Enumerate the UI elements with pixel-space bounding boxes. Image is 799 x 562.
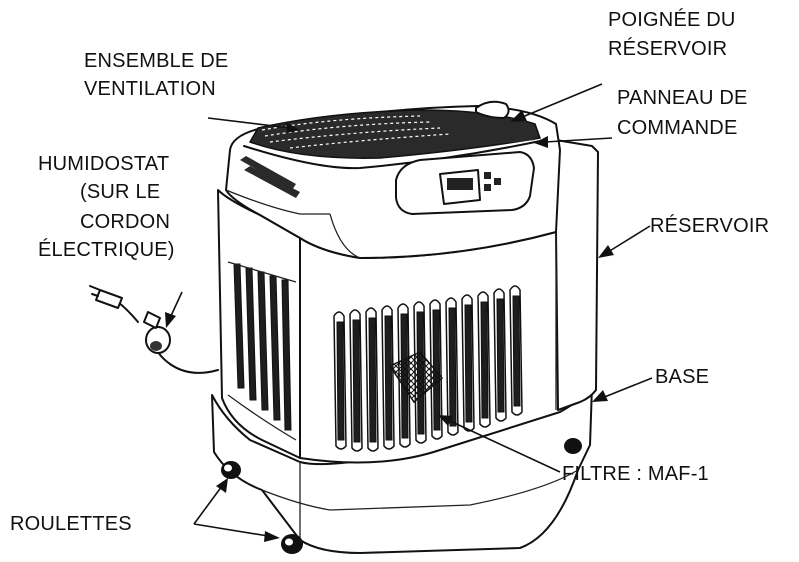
label-ventilation: ENSEMBLE DE VENTILATION — [84, 50, 234, 100]
control-panel — [395, 151, 535, 215]
caster-front-right — [281, 534, 303, 554]
left-side-vents — [227, 261, 297, 441]
humidifier-illustration — [89, 100, 599, 554]
label-reservoir: RÉSERVOIR — [650, 214, 769, 237]
caster-front-left — [221, 461, 241, 479]
label-humidostat: HUMIDOSTAT (SUR LE CORDON ÉLECTRIQUE) — [38, 153, 176, 261]
label-roulettes: ROULETTES — [10, 513, 132, 535]
arrow-filtre — [438, 415, 561, 473]
labels: ENSEMBLE DE VENTILATION POIGNÉE DU RÉSER… — [10, 8, 769, 535]
label-panneau: PANNEAU DE COMMANDE — [617, 87, 753, 139]
ventilation-grille — [240, 109, 546, 198]
tank-handle — [475, 100, 510, 119]
annotation-arrows — [165, 83, 653, 542]
front-vents — [333, 285, 523, 452]
filter-mesh — [388, 351, 444, 404]
arrow-poignee — [510, 83, 603, 122]
arrow-panneau — [534, 136, 613, 148]
arrow-roulettes — [193, 478, 280, 542]
label-base: BASE — [655, 366, 709, 388]
caster-back-right — [564, 438, 582, 454]
label-filtre: FILTRE : MAF-1 — [562, 463, 709, 485]
arrow-ventilation — [207, 117, 300, 133]
arrow-humidostat — [165, 291, 183, 328]
arrow-reservoir — [598, 225, 651, 258]
label-poignee: POIGNÉE DU RÉSERVOIR — [608, 8, 741, 60]
power-cord — [89, 285, 219, 374]
arrow-base — [592, 377, 653, 402]
reservoir-side — [555, 139, 599, 411]
